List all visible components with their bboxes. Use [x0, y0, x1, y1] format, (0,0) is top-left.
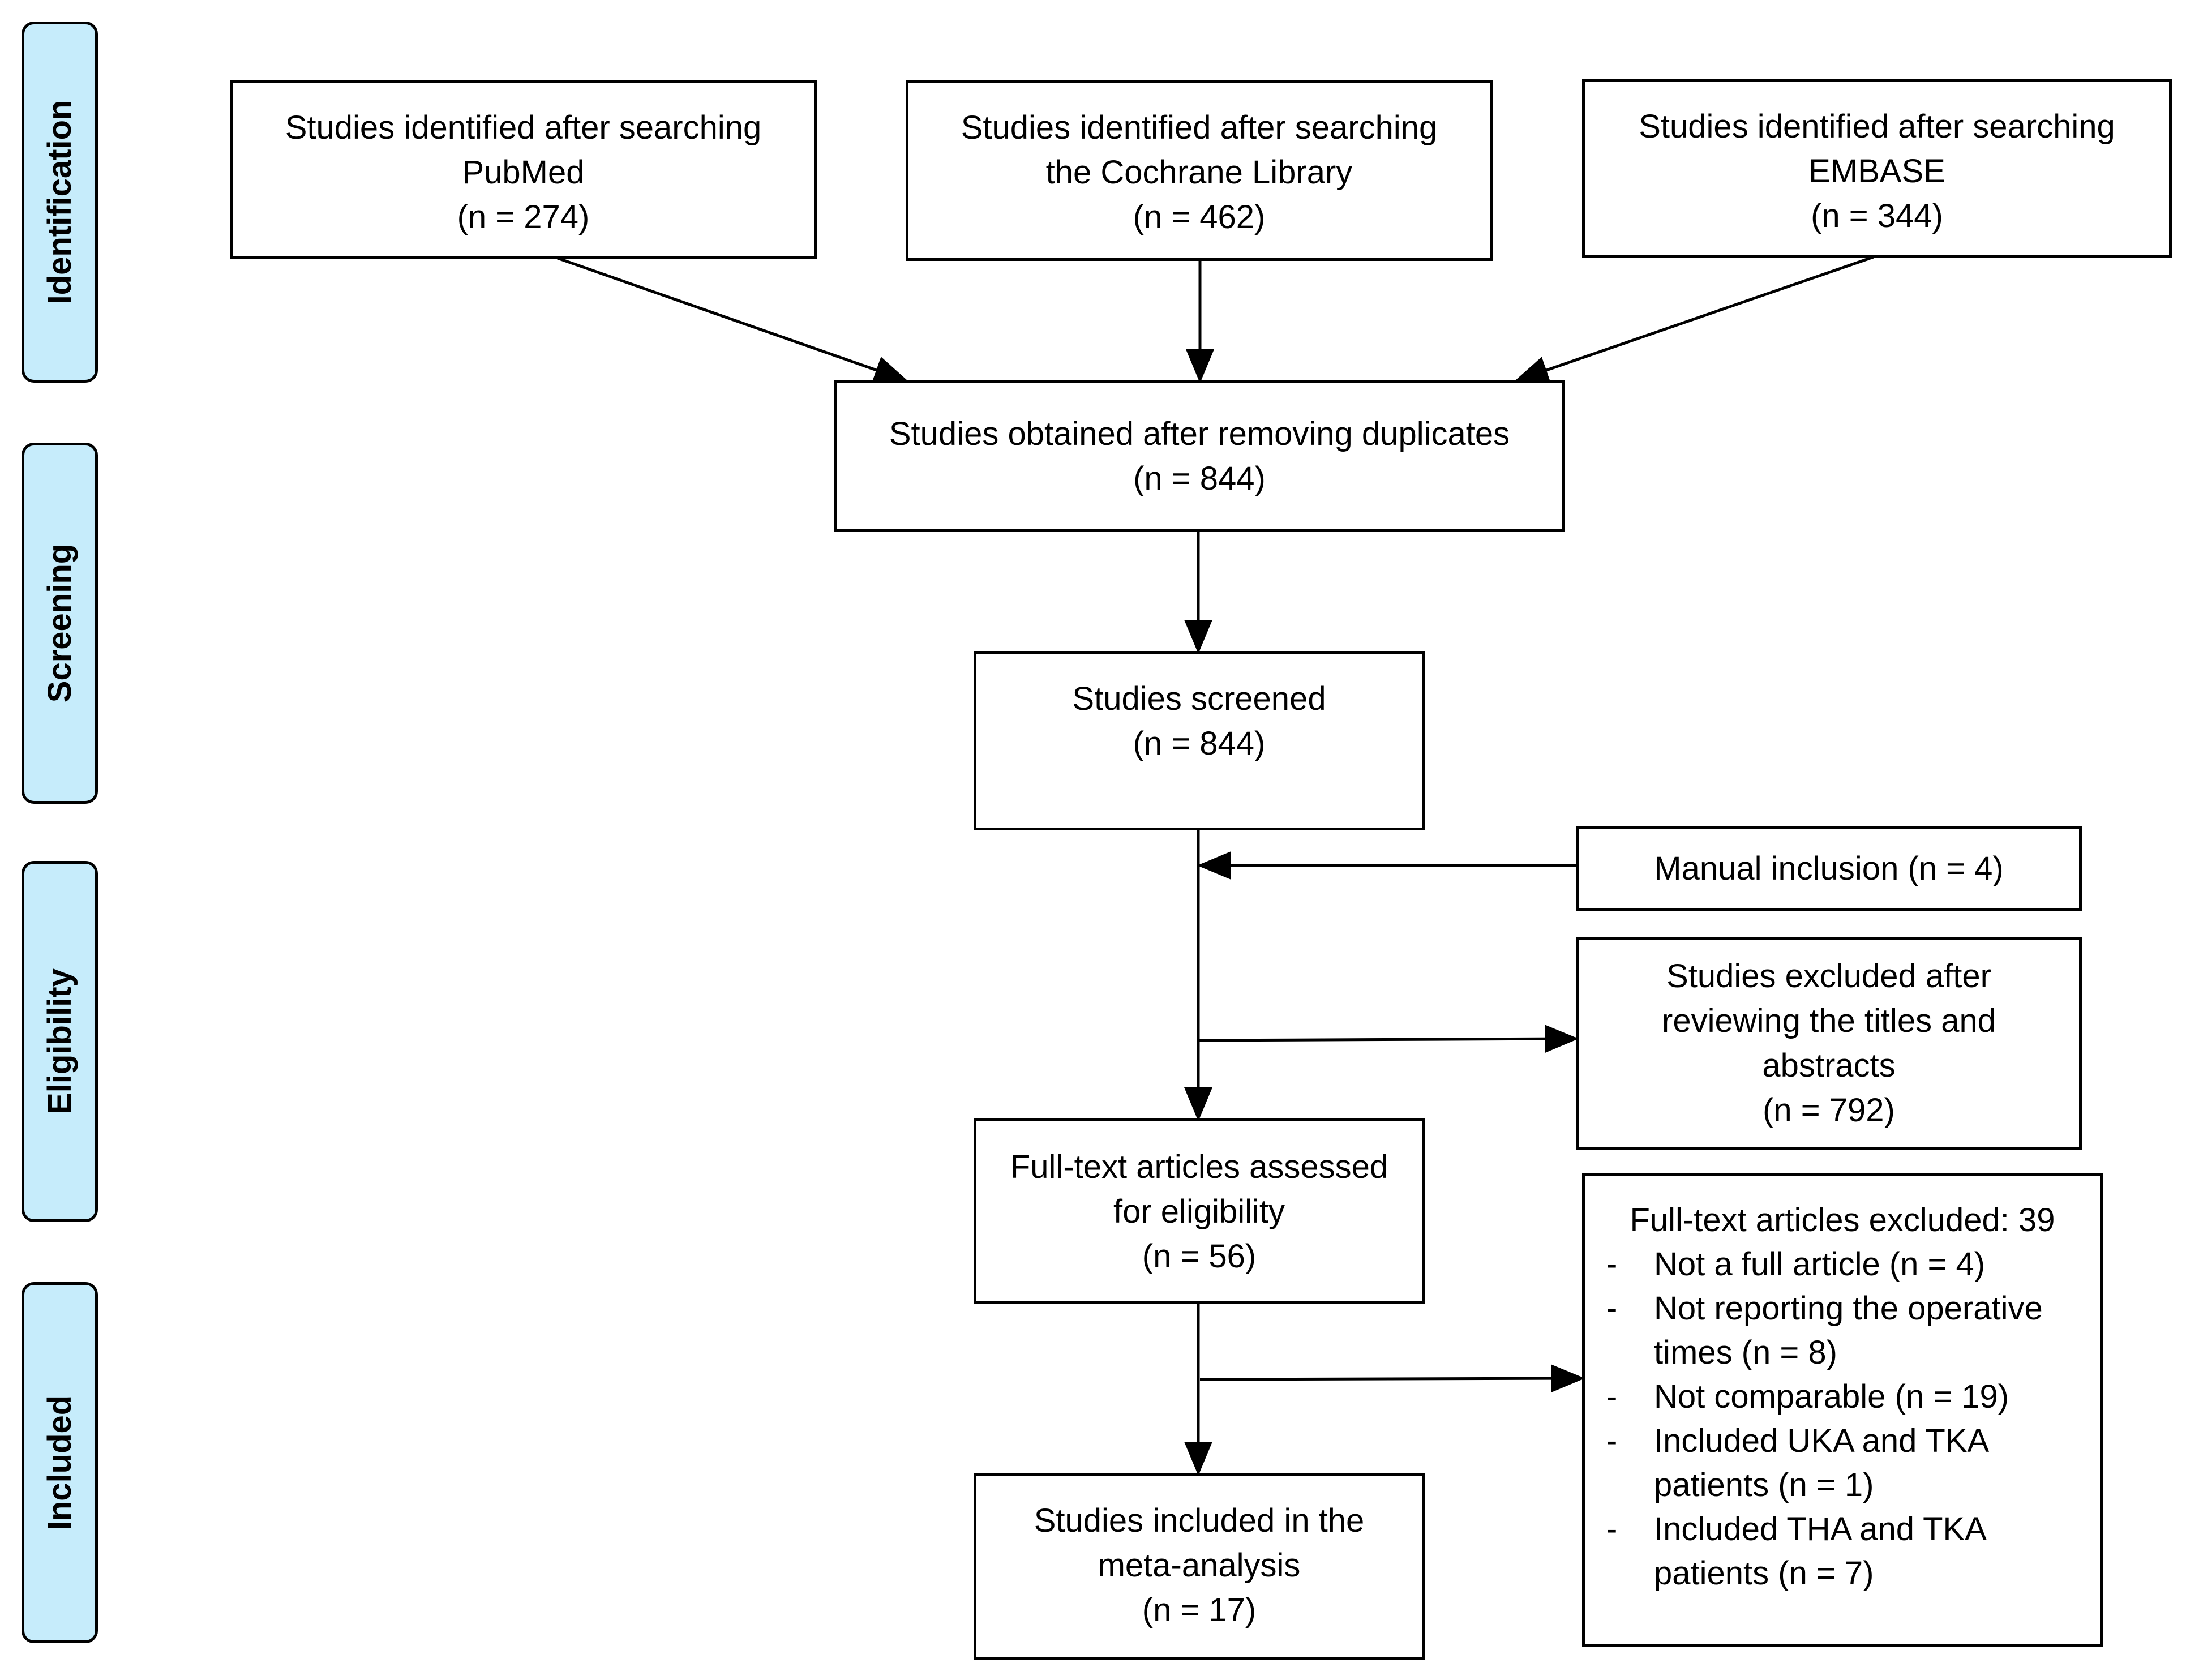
box-full-text-excluded: Full-text articles excluded: 39 - Not a … [1582, 1173, 2103, 1647]
box-excluded-titles-line-1: Studies excluded after [1666, 958, 1991, 995]
arrow-to-excluded-titles [1198, 1025, 1579, 1053]
box-embase-line-1: Studies identified after searching [1639, 108, 2115, 145]
list-bullet: - [1606, 1511, 1618, 1548]
list-bullet: - [1606, 1246, 1618, 1283]
box-full-text-assessed: Full-text articles assessed for eligibil… [974, 1118, 1425, 1304]
list-item-text: Included THA and TKA patients (n = 7) [1654, 1511, 1985, 1592]
list-item-text: Included UKA and TKA patients (n = 1) [1654, 1422, 1988, 1503]
list-item: - Not reporting the operative times (n =… [1585, 1287, 2100, 1375]
box-duplicates-line-2: (n = 844) [1133, 460, 1266, 497]
phase-screening: Screening [22, 443, 98, 804]
phase-included-label: Included [41, 1395, 78, 1531]
box-cochrane-line-3: (n = 462) [1133, 199, 1266, 235]
list-bullet: - [1606, 1422, 1618, 1459]
phase-identification: Identification [22, 22, 98, 383]
box-pubmed-line-3: (n = 274) [457, 199, 590, 235]
box-excluded-titles-line-2: reviewing the titles and [1662, 1002, 1996, 1039]
box-assessed-line-2: for eligibility [1113, 1193, 1285, 1230]
box-studies-screened: Studies screened (n = 844) [974, 651, 1425, 830]
arrow-embase-to-duplicates [1514, 255, 1874, 384]
box-pubmed-line-2: PubMed [462, 154, 585, 191]
phase-identification-label: Identification [41, 100, 78, 305]
list-item-text: Not reporting the operative times (n = 8… [1654, 1290, 2043, 1371]
list-item: - Included UKA and TKA patients (n = 1) [1585, 1419, 2100, 1507]
box-excluded-titles-abstracts: Studies excluded after reviewing the tit… [1576, 937, 2082, 1150]
box-assessed-line-3: (n = 56) [1142, 1237, 1257, 1275]
box-manual-inclusion: Manual inclusion (n = 4) [1576, 826, 2082, 911]
box-excluded-titles-line-4: (n = 792) [1763, 1092, 1895, 1129]
list-bullet: - [1606, 1378, 1618, 1415]
phase-screening-label: Screening [41, 543, 78, 703]
box-duplicates-line-1: Studies obtained after removing duplicat… [889, 415, 1510, 452]
list-bullet: - [1606, 1290, 1618, 1327]
phase-eligibility: Eligibility [22, 861, 98, 1222]
list-item: - Not comparable (n = 19) [1585, 1375, 2100, 1419]
arrow-to-full-text-excluded [1199, 1364, 1585, 1393]
box-pubmed-line-1: Studies identified after searching [285, 109, 762, 146]
full-text-excluded-list: - Not a full article (n = 4) - Not repor… [1585, 1242, 2100, 1596]
box-manual-inclusion-line-1: Manual inclusion (n = 4) [1654, 850, 2004, 887]
list-item-text: Not comparable (n = 19) [1654, 1378, 2009, 1415]
list-item-text: Not a full article (n = 4) [1654, 1246, 1986, 1283]
full-text-excluded-title: Full-text articles excluded: 39 [1630, 1202, 2055, 1238]
box-included-line-3: (n = 17) [1142, 1592, 1257, 1628]
box-cochrane-line-2: the Cochrane Library [1045, 154, 1353, 191]
box-screened-line-1: Studies screened [1072, 680, 1326, 717]
arrow-pubmed-to-duplicates [557, 256, 908, 384]
box-pubmed: Studies identified after searching PubMe… [230, 80, 817, 259]
box-included-line-2: meta-analysis [1098, 1547, 1301, 1584]
box-screened-line-2: (n = 844) [1133, 725, 1266, 762]
list-item: - Included THA and TKA patients (n = 7) [1585, 1507, 2100, 1596]
box-cochrane-line-1: Studies identified after searching [961, 109, 1438, 146]
box-embase-line-3: (n = 344) [1811, 198, 1943, 234]
phase-included: Included [22, 1282, 98, 1643]
box-excluded-titles-line-3: abstracts [1762, 1047, 1896, 1084]
box-cochrane: Studies identified after searching the C… [906, 80, 1493, 261]
box-included-meta-analysis: Studies included in the meta-analysis (n… [974, 1473, 1425, 1660]
phase-eligibility-label: Eligibility [41, 968, 78, 1115]
box-included-line-1: Studies included in the [1034, 1502, 1365, 1539]
box-embase-line-2: EMBASE [1808, 153, 1945, 190]
list-item: - Not a full article (n = 4) [1585, 1242, 2100, 1287]
box-duplicates-removed: Studies obtained after removing duplicat… [834, 380, 1565, 532]
box-assessed-line-1: Full-text articles assessed [1010, 1148, 1388, 1185]
box-embase: Studies identified after searching EMBAS… [1582, 79, 2172, 258]
